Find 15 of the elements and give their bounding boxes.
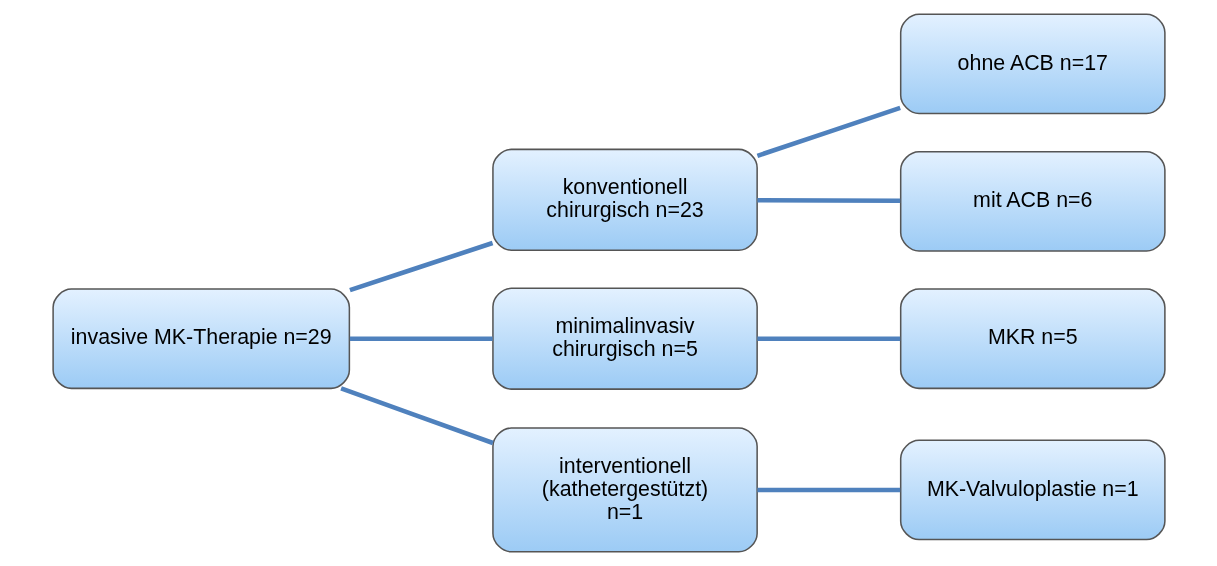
connector <box>756 487 900 493</box>
node-box: invasive MK-Therapie n=29 <box>51 288 350 390</box>
connector <box>756 105 901 158</box>
connector <box>339 386 494 446</box>
connector <box>756 197 900 204</box>
node-box: interventionell (kathetergestützt) n=1 <box>491 427 758 553</box>
connector <box>349 336 493 342</box>
node-box: mit ACB n=6 <box>899 150 1166 252</box>
node-box: minimalinvasiv chirurgisch n=5 <box>491 287 758 390</box>
node-box: ohne ACB n=17 <box>899 13 1166 115</box>
connector <box>348 240 493 293</box>
node-box: konventionell chirurgisch n=23 <box>491 148 758 251</box>
node-box: MKR n=5 <box>899 288 1166 390</box>
node-box: MK-Valvuloplastie n=1 <box>899 439 1166 541</box>
connector <box>756 336 900 342</box>
